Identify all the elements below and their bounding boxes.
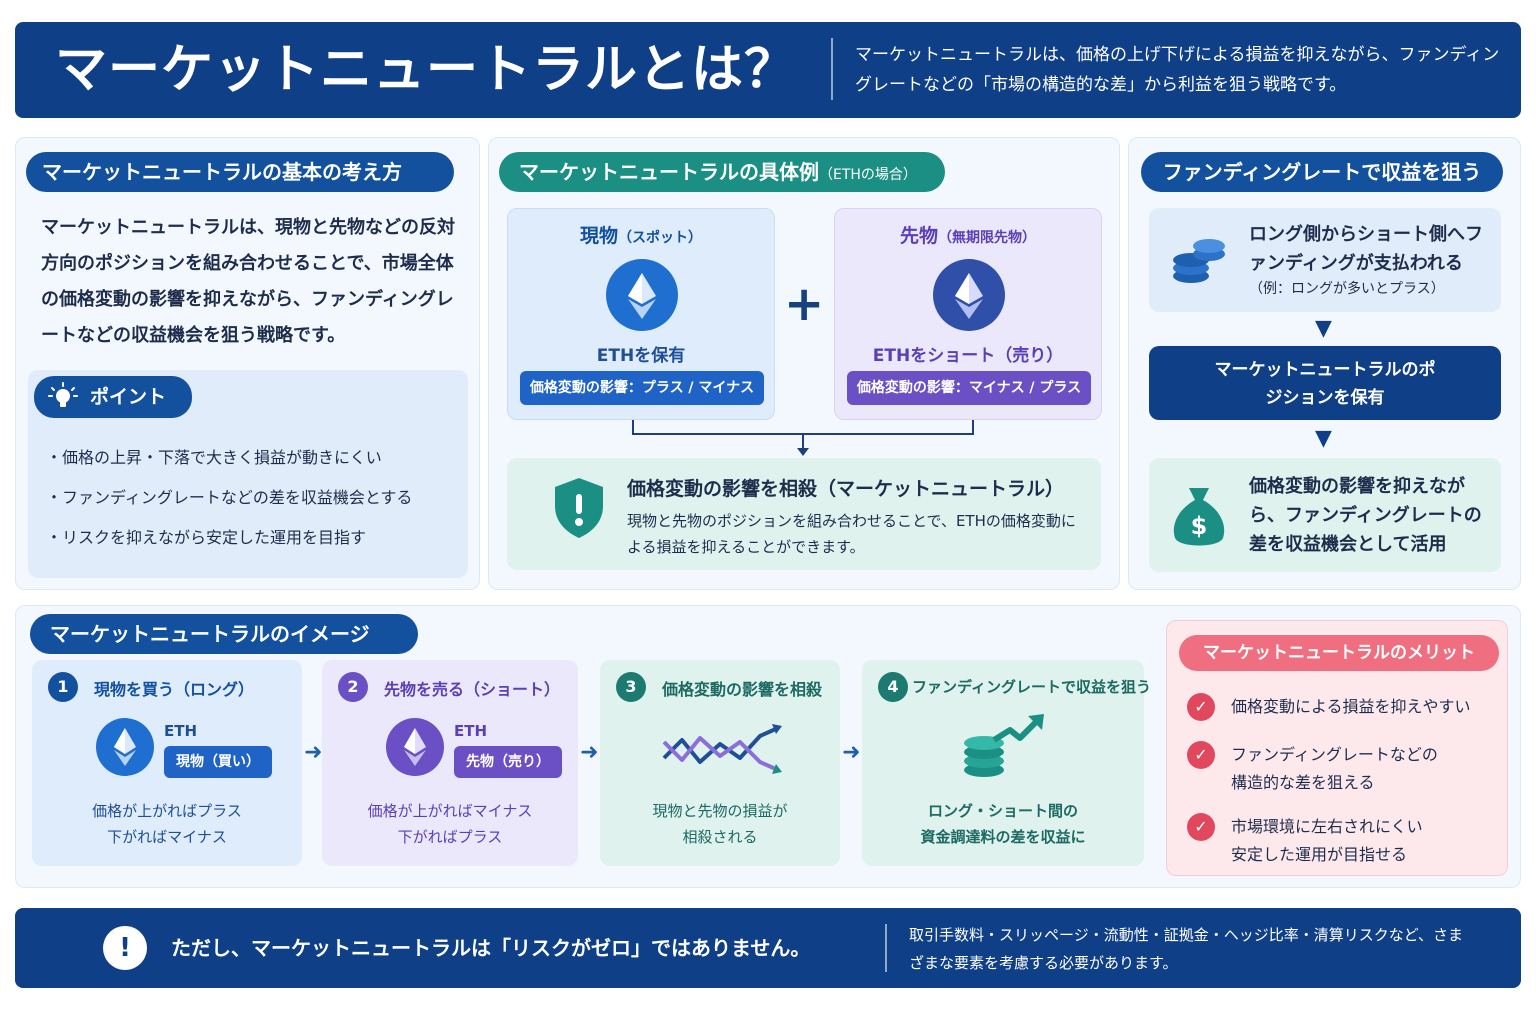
merit-text: ファンディングレートなどの 構造的な差を狙える xyxy=(1231,745,1438,792)
spot-head-sub: （スポット） xyxy=(618,230,702,246)
funding-panel: ファンディングレートで収益を狙う ロング側からショート側へファンディングが支払わ… xyxy=(1128,137,1521,590)
step-description: 現物と先物の損益が 相殺される xyxy=(652,802,788,846)
spot-card: 現物（スポット） ETHを保有 価格変動の影響：プラス / マイナス xyxy=(507,208,775,420)
arrow-right-icon: ➜ xyxy=(580,740,599,765)
merit-text: 市場環境に左右されにくい 安定した運用が目指せる xyxy=(1231,817,1423,864)
spot-head-text: 現物 xyxy=(579,225,618,247)
step-card-2: 2 先物を売る（ショート） ETH 先物（売り） 価格が上がればマイナス 下がれ… xyxy=(322,660,578,866)
page-title: マーケットニュートラルとは？ xyxy=(55,40,798,100)
example-title-text: マーケットニュートラルの具体例 xyxy=(519,160,819,184)
step-title: 先物を売る（ショート） xyxy=(384,680,561,699)
funding-step-payment: ロング側からショート側へファンディングが支払われる （例：ロングが多いとプラス） xyxy=(1149,208,1501,312)
image-panel: マーケットニュートラルのイメージ 1 現物を買う（ロング） ETH 現物（買い）… xyxy=(15,605,1521,888)
point-item: 価格の上昇・下落で大きく損益が動きにくい xyxy=(46,438,456,478)
ethereum-icon xyxy=(606,259,678,331)
eth-tag: ETH xyxy=(454,722,488,740)
future-head: 先物（無期限先物） xyxy=(835,221,1101,248)
check-icon: ✓ xyxy=(1187,693,1215,721)
example-panel: マーケットニュートラルの具体例（ETHの場合） 現物（スポット） ETHを保有 … xyxy=(488,137,1120,590)
svg-text:$: $ xyxy=(1191,512,1208,540)
step-card-3: 3 価格変動の影響を相殺 現物と先物の損益が 相殺される xyxy=(600,660,840,866)
spot-impact: 価格変動の影響：プラス / マイナス xyxy=(520,371,764,405)
step-number: 2 xyxy=(338,672,368,702)
lightbulb-icon xyxy=(48,382,78,407)
point-item: リスクを抑えながら安定した運用を目指す xyxy=(46,518,456,558)
point-item: ファンディングレートなどの差を収益機会とする xyxy=(46,478,456,518)
neutral-title: 価格変動の影響を相殺（マーケットニュートラル） xyxy=(627,478,1065,500)
warning-text: ただし、マーケットニュートラルは「リスクがゼロ」ではありません。 xyxy=(171,936,811,960)
header-banner: マーケットニュートラルとは？ マーケットニュートラルは、価格の上げ下げによる損益… xyxy=(15,22,1521,118)
step-card-4: 4 ファンディングレートで収益を狙う ロング・ショート間の 資金調達料の差を収益… xyxy=(862,660,1151,866)
example-title-sub: （ETHの場合） xyxy=(819,167,917,183)
step-title: ファンディングレートで収益を狙う xyxy=(912,678,1151,696)
future-head-text: 先物 xyxy=(899,225,938,247)
funding-payment-note: （例：ロングが多いとプラス） xyxy=(1249,281,1445,297)
future-card: 先物（無期限先物） ETHをショート（売り） 価格変動の影響：マイナス / プラ… xyxy=(834,208,1102,420)
basics-panel: マーケットニュートラルの基本の考え方 マーケットニュートラルは、現物と先物などの… xyxy=(15,137,480,590)
basics-body: マーケットニュートラルは、現物と先物などの反対方向のポジションを組み合わせること… xyxy=(41,217,455,346)
footer-description: 取引手数料・スリッページ・流動性・証拠金・ヘッジ比率・清算リスクなど、さまざまな… xyxy=(909,926,1463,972)
step-description: ロング・ショート間の 資金調達料の差を収益に xyxy=(920,802,1086,846)
arrow-right-icon: ➜ xyxy=(842,740,861,765)
coins-icon xyxy=(1173,239,1225,283)
merits-box: マーケットニュートラルのメリット ✓ 価格変動による損益を抑えやすい ✓ ファン… xyxy=(1166,620,1508,876)
footer-divider xyxy=(885,924,887,972)
merge-connector xyxy=(632,420,974,456)
offset-lines-icon xyxy=(662,724,782,774)
funding-profit-text: 価格変動の影響を抑えながら、ファンディングレートの差を収益機会として活用 xyxy=(1249,476,1482,555)
point-label-text: ポイント xyxy=(90,386,167,408)
future-impact: 価格変動の影響：マイナス / プラス xyxy=(847,371,1091,405)
point-list: 価格の上昇・下落で大きく損益が動きにくい ファンディングレートなどの差を収益機会… xyxy=(46,438,456,558)
step-number: 3 xyxy=(616,672,646,702)
spot-head: 現物（スポット） xyxy=(508,221,774,248)
arrow-down-icon: ▼ xyxy=(1315,316,1332,341)
example-title: マーケットニュートラルの具体例（ETHの場合） xyxy=(499,152,945,192)
step-number: 4 xyxy=(878,672,908,702)
ethereum-icon xyxy=(96,718,154,776)
step-pill: 先物（売り） xyxy=(454,746,562,778)
funding-hold-text: マーケットニュートラルのポジションを保有 xyxy=(1214,360,1436,408)
future-head-sub: （無期限先物） xyxy=(938,230,1036,246)
step-description: 価格が上がればマイナス 下がればプラス xyxy=(367,802,533,846)
funding-step-hold: マーケットニュートラルのポジションを保有 xyxy=(1149,346,1501,420)
arrow-down-icon: ▼ xyxy=(1315,426,1332,451)
point-label: ポイント xyxy=(34,376,192,418)
header-divider xyxy=(831,38,833,100)
step-pill: 現物（買い） xyxy=(164,746,272,778)
header-description: マーケットニュートラルは、価格の上げ下げによる損益を抑えながら、ファンディングレ… xyxy=(855,45,1500,95)
step-card-1: 1 現物を買う（ロング） ETH 現物（買い） 価格が上がればプラス 下がればマ… xyxy=(32,660,302,866)
merit-text: 価格変動による損益を抑えやすい xyxy=(1231,697,1471,716)
shield-icon xyxy=(555,478,603,538)
image-title: マーケットニュートラルのイメージ xyxy=(30,614,418,654)
step-title: 価格変動の影響を相殺 xyxy=(662,680,823,699)
future-label: ETHをショート（売り） xyxy=(872,346,1064,366)
basics-title: マーケットニュートラルの基本の考え方 xyxy=(26,152,454,192)
plus-sign: + xyxy=(784,276,825,332)
arrow-right-icon: ➜ xyxy=(304,740,323,765)
check-icon: ✓ xyxy=(1187,741,1215,769)
funding-payment-text: ロング側からショート側へファンディングが支払われる xyxy=(1249,224,1483,274)
exclamation-icon: ! xyxy=(103,926,147,970)
spot-label: ETHを保有 xyxy=(596,346,686,366)
neutral-description: 現物と先物のポジションを組み合わせることで、ETHの価格変動による損益を抑えるこ… xyxy=(627,512,1076,556)
ethereum-icon xyxy=(386,718,444,776)
eth-tag: ETH xyxy=(164,722,198,740)
point-box: ポイント 価格の上昇・下落で大きく損益が動きにくい ファンディングレートなどの差… xyxy=(28,370,468,578)
footer-warning: ! ただし、マーケットニュートラルは「リスクがゼロ」ではありません。 取引手数料… xyxy=(15,908,1521,988)
funding-step-profit: $ 価格変動の影響を抑えながら、ファンディングレートの差を収益機会として活用 xyxy=(1149,458,1501,572)
merits-title: マーケットニュートラルのメリット xyxy=(1179,635,1499,671)
coins-growth-icon xyxy=(964,714,1044,777)
step-description: 価格が上がればプラス 下がればマイナス xyxy=(92,802,242,846)
step-title: 現物を買う（ロング） xyxy=(94,680,255,699)
money-bag-icon: $ xyxy=(1173,488,1225,546)
check-icon: ✓ xyxy=(1187,813,1215,841)
step-number: 1 xyxy=(48,672,78,702)
funding-title: ファンディングレートで収益を狙う xyxy=(1141,152,1503,192)
ethereum-icon xyxy=(933,259,1005,331)
neutral-card: 価格変動の影響を相殺（マーケットニュートラル） 現物と先物のポジションを組み合わ… xyxy=(507,458,1101,570)
